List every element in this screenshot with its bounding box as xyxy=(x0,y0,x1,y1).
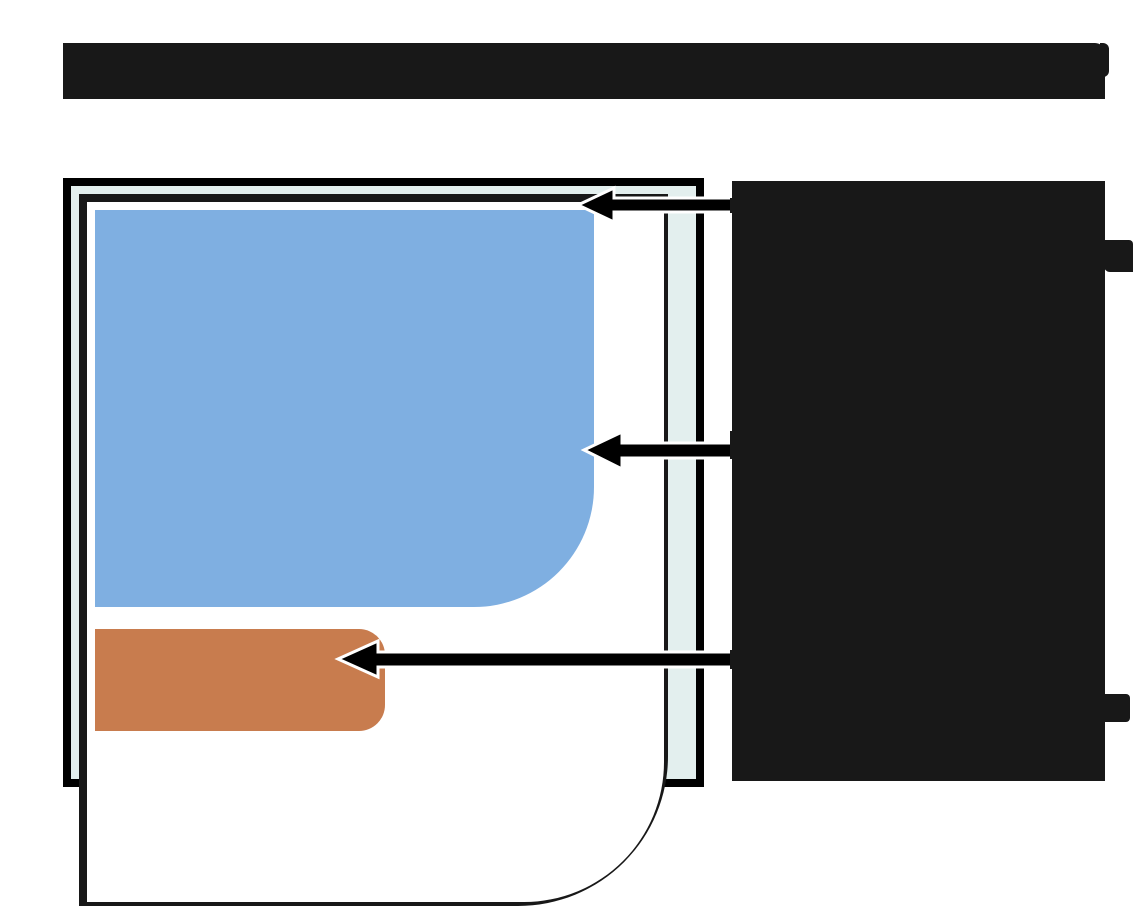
tail-notch-top-upper xyxy=(704,181,732,198)
callout-arrow-bottom xyxy=(334,638,734,680)
vessel-wall-layer xyxy=(79,194,668,906)
tail-notch-top-lower xyxy=(704,213,732,431)
page-title xyxy=(63,43,1105,99)
callout-arrow-group xyxy=(334,188,734,680)
diagram-frame xyxy=(63,178,704,906)
body-glyph-fragment-s-comma xyxy=(1104,240,1133,272)
orange-bar-layer xyxy=(95,629,385,731)
page-title-overflow-glyph xyxy=(1100,43,1109,77)
inner-gap-layer xyxy=(87,202,664,902)
body-glyph-fragment-r xyxy=(1104,694,1130,722)
tail-notch-bottom-lower xyxy=(704,669,732,781)
body-text-block xyxy=(730,181,1105,781)
cross-section-diagram xyxy=(63,178,704,906)
tail-notch-middle-lower xyxy=(704,459,732,650)
blue-core-layer xyxy=(95,210,594,607)
